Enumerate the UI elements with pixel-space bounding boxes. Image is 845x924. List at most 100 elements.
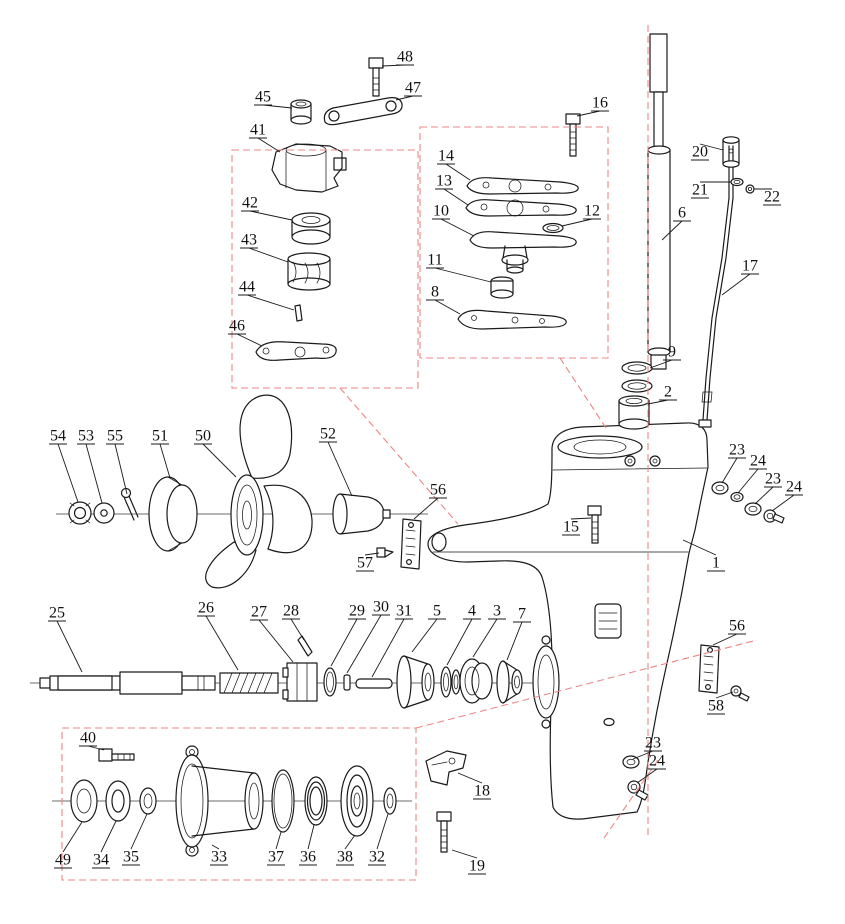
callout-48: 48 — [381, 49, 414, 67]
callout-number-51: 51 — [152, 428, 168, 445]
callout-number-27: 27 — [251, 604, 267, 621]
part-8-plate-drawing — [457, 309, 567, 330]
callout-58: 58 — [707, 691, 734, 715]
callout-number-14: 14 — [438, 148, 454, 165]
callout-number-4: 4 — [468, 603, 476, 620]
callout-number-41: 41 — [250, 122, 266, 139]
part-45-bushing-drawing — [290, 99, 312, 125]
callout-12: 12 — [561, 203, 601, 227]
callout-number-52: 52 — [320, 426, 336, 443]
part-53-washer-drawing — [93, 502, 115, 524]
part-17-shift-rod-drawing — [698, 142, 734, 428]
callout-number-33: 33 — [211, 849, 227, 866]
callout-53: 53 — [77, 428, 103, 504]
part-57-screw-drawing — [376, 547, 394, 558]
part-19-bolt-drawing — [436, 811, 452, 853]
callout-15: 15 — [562, 517, 592, 536]
part-51-thrust-hub-drawing — [148, 476, 198, 552]
part-47-bracket-drawing — [323, 97, 403, 126]
callout-1: 1 — [682, 539, 725, 572]
callout-number-43: 43 — [241, 232, 257, 249]
callout-number-31: 31 — [396, 603, 412, 620]
part-27-clutch-dog-drawing — [282, 662, 318, 702]
part-40-bolt-drawing — [98, 748, 135, 762]
callout-number-16: 16 — [592, 95, 608, 112]
callout-30: 30 — [346, 599, 390, 674]
callout-25: 25 — [48, 605, 83, 673]
callout-number-42: 42 — [242, 195, 258, 212]
callout-number-32: 32 — [369, 849, 385, 866]
part-36-bearing-drawing — [304, 776, 328, 826]
callout-number-45: 45 — [255, 89, 271, 106]
part-25-prop-shaft-drawing — [39, 671, 216, 695]
callout-number-23: 23 — [645, 735, 661, 752]
callout-28: 28 — [282, 603, 305, 641]
part-37-o-ring-drawing — [271, 769, 295, 833]
callout-number-7: 7 — [518, 606, 526, 623]
callout-number-58: 58 — [708, 698, 724, 715]
callout-38: 38 — [336, 834, 356, 866]
part-58-screw-drawing — [730, 685, 750, 702]
part-54-castle-nut-drawing — [68, 501, 92, 525]
callout-56: 56 — [413, 482, 447, 520]
callout-14: 14 — [437, 148, 471, 181]
callout-3: 3 — [472, 603, 506, 658]
part-20-sleeve-drawing — [722, 136, 740, 168]
callout-number-25: 25 — [49, 605, 65, 622]
callout-number-56: 56 — [729, 618, 745, 635]
callout-49: 49 — [54, 821, 83, 869]
part-41-pump-housing-drawing — [271, 143, 347, 193]
callout-19: 19 — [451, 849, 486, 875]
part-23-washer-a-drawing — [711, 481, 729, 495]
callout-22: 22 — [754, 189, 781, 206]
part-21-washer-drawing — [730, 177, 744, 187]
part-28-pin-drawing — [297, 635, 313, 657]
part-13-plate-drawing — [465, 199, 577, 217]
part-30-pin-drawing — [343, 674, 351, 691]
callout-5: 5 — [411, 603, 446, 653]
part-34-seal-drawing — [105, 780, 131, 822]
callout-number-56: 56 — [430, 482, 446, 499]
callout-number-17: 17 — [742, 258, 758, 275]
callout-46: 46 — [228, 318, 263, 347]
callout-number-50: 50 — [195, 428, 211, 445]
callout-23: 23 — [632, 735, 662, 760]
callout-44: 44 — [238, 279, 295, 311]
callout-2: 2 — [647, 384, 677, 405]
callout-26: 26 — [197, 600, 239, 671]
callout-27: 27 — [250, 604, 294, 663]
callout-11: 11 — [426, 252, 492, 283]
callout-number-9: 9 — [668, 344, 676, 361]
callout-57: 57 — [356, 552, 380, 572]
part-56-intake-screen-lower-drawing — [698, 644, 720, 694]
part-26-spring-drawing — [219, 672, 279, 694]
part-44-key-drawing — [294, 304, 303, 322]
callout-number-54: 54 — [50, 428, 66, 445]
callout-52: 52 — [319, 426, 353, 497]
part-15-bolt-drawing — [587, 505, 602, 544]
callout-18: 18 — [457, 772, 491, 800]
part-16-bolt-drawing — [565, 113, 581, 157]
callout-17: 17 — [721, 258, 759, 296]
part-24-bolt-b-drawing — [763, 509, 785, 524]
callout-number-13: 13 — [436, 173, 452, 190]
part-6-drive-shaft-drawing — [647, 33, 671, 370]
callout-number-35: 35 — [123, 849, 139, 866]
callout-number-29: 29 — [349, 603, 365, 620]
callout-number-49: 49 — [55, 852, 71, 869]
callout-number-20: 20 — [692, 144, 708, 161]
part-56-intake-screen-upper-drawing — [400, 518, 422, 570]
part-42-cup-drawing — [291, 212, 331, 245]
callout-6: 6 — [661, 205, 691, 241]
callout-45: 45 — [254, 89, 293, 109]
part-52-prop-nut-drawing — [332, 493, 391, 535]
callout-41: 41 — [249, 122, 281, 153]
part-12-o-ring-drawing — [542, 222, 564, 234]
callout-number-19: 19 — [469, 858, 485, 875]
callout-10: 10 — [432, 203, 475, 237]
callout-13: 13 — [435, 173, 469, 206]
callout-number-48: 48 — [397, 49, 413, 66]
callout-number-55: 55 — [107, 428, 123, 445]
callout-number-21: 21 — [692, 182, 708, 199]
part-4-washers-drawing — [440, 666, 461, 698]
